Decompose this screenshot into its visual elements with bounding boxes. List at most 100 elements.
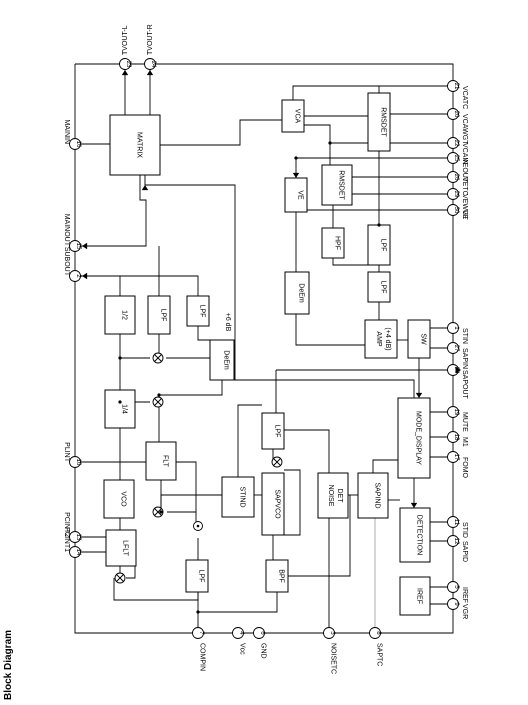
arrow-icon [141,185,149,191]
block-lflt: LFLT [105,529,137,567]
pin-number: 9 [453,602,460,606]
junction-dot [294,156,298,160]
block-hpf: HPF [321,227,345,259]
arrow-icon [82,242,88,250]
block-sapvco-label: SAPVCO [274,489,281,519]
pin-label: COMPIN [199,643,206,671]
arrow-icon [146,70,154,76]
block-vco: VCO [103,479,135,519]
block-lpf_t2: LPF [186,295,210,327]
pin-number: 1 [453,326,460,330]
pin-number: 25 [453,155,460,162]
mixer-icon [152,396,164,408]
block-rms2-label: RMSDET [338,170,345,200]
pin-label: SAPID [461,541,468,562]
pin-number: 7 [198,631,205,635]
junction-dot [118,356,122,360]
arrow-icon [121,70,129,76]
block-iref: IREF [399,576,431,616]
pin-label: VCATC [461,86,468,109]
block-lpf_de: LPF [367,271,391,303]
arrow-icon [82,272,88,280]
pin-label: TVOUT-R [147,24,154,55]
pin-number: 11 [453,519,460,526]
block-lpf_b-label: LPF [198,570,205,583]
block-lpf_t1-label: LPF [160,309,167,322]
mixer-icon [114,572,126,584]
pin-number: 22 [453,140,460,147]
block-vco-label: VCO [120,491,127,507]
pin-number: 15 [75,243,82,250]
pin-number: 16 [75,141,82,148]
pin-23: 23 TVOUT-L [119,25,132,70]
block-rms1-label: RMSDET [380,107,387,137]
block-stind-label: STIND [239,487,246,508]
pin-label: SUBOUT [63,247,70,277]
pin-number: 13 [75,534,82,541]
block-amp-label: AMP [375,331,382,347]
block-vca: VCA [281,99,305,133]
block-bpf-label: BPF [278,569,285,583]
pin-label: SAPOUT [461,370,468,400]
junction-dot [157,393,161,397]
block-lpf_t1: LPF [147,295,171,335]
block-lpf_t2-label: LPF [199,305,206,318]
arrow-icon [410,502,418,508]
mixer-icon [152,352,164,364]
block-amp-label-2: (+4 dB) [384,327,391,350]
block-hpf-label: HPF [334,236,341,250]
pin-label: STID [461,522,468,538]
block-lpf_n-label: LPF [274,425,281,438]
pin-number: 23 [125,61,132,68]
junction-dot [196,610,200,614]
block-stind: STIND [221,476,255,518]
pin-label: VE [461,210,468,220]
block-matrix: MATRIX [109,114,161,176]
block-sapind-label: SAPIND [374,482,381,508]
block-sw-label: SW [420,333,427,345]
pin-number: 12 [453,538,460,545]
pin-label: MUTE [461,412,468,432]
adder-icon [193,521,203,531]
block-amp: AMP(+4 dB) [364,319,398,359]
block-lpf_ve: LPF [367,224,391,266]
pin-number: 20 [453,111,460,118]
pin-label: VGR [461,604,468,619]
block-noise-label: NOISE [327,485,334,507]
block-lflt-label: LFLT [122,540,129,557]
block-lpf_de-label: LPF [380,281,387,294]
pin-label: PLINT [63,442,70,463]
junction-dot [118,400,122,404]
pin-label: TVOUT-L [122,25,129,55]
diagram-title-text: Block Diagram [3,630,14,700]
pin-number: 8 [375,631,382,635]
block-det: DETECTION [399,507,431,563]
pin-number: 10 [75,459,82,466]
pin-number: 27 [453,345,460,352]
block-rms2: RMSDET [321,164,353,206]
pin-number: 24 [150,61,157,68]
block-half: 1/2 [104,295,136,335]
block-matrix-label: MATRIX [136,132,143,158]
pin-number: 21 [453,83,460,90]
block-flt-label: FLT [162,455,169,468]
